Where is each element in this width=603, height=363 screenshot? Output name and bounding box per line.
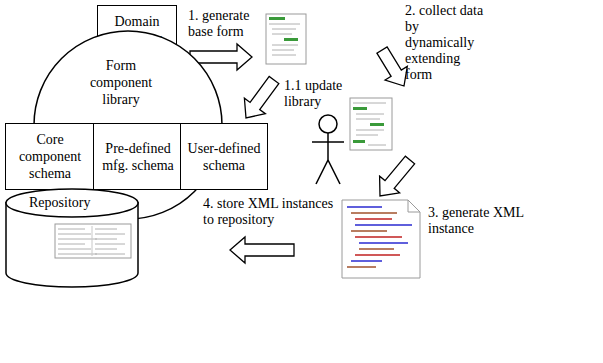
form-screenshot (266, 14, 306, 64)
shape-label: Form component library (85, 57, 157, 108)
box-label: Core component schema (10, 131, 90, 182)
schema-box: User-defined schema (180, 123, 268, 190)
shape-label: Repository (29, 194, 90, 211)
schema-box: Core component schema (5, 123, 95, 190)
box-label: User-defined schema (185, 140, 263, 174)
xml-document (342, 200, 420, 278)
flow-arrow (244, 76, 278, 118)
user-figure (312, 115, 344, 184)
repository-cylinder: Repository (5, 188, 139, 288)
cylinder-top (6, 189, 138, 217)
repository-screenshot (55, 224, 131, 258)
step-label: 1.1 update library (284, 78, 350, 110)
step-label: 3. generate XML instance (428, 205, 528, 237)
form-screenshot (350, 98, 392, 150)
flow-arrow (380, 156, 415, 196)
step-label: 4. store XML instances to repository (203, 196, 341, 228)
flow-arrow (230, 237, 294, 263)
step-label: 1. generate base form (188, 8, 263, 40)
box-label: Pre-defined mfg. schema (98, 140, 178, 174)
flow-arrow (377, 47, 407, 86)
step-label: 2. collect data by dynamically extending… (405, 3, 485, 83)
schema-box: Pre-defined mfg. schema (93, 123, 183, 190)
